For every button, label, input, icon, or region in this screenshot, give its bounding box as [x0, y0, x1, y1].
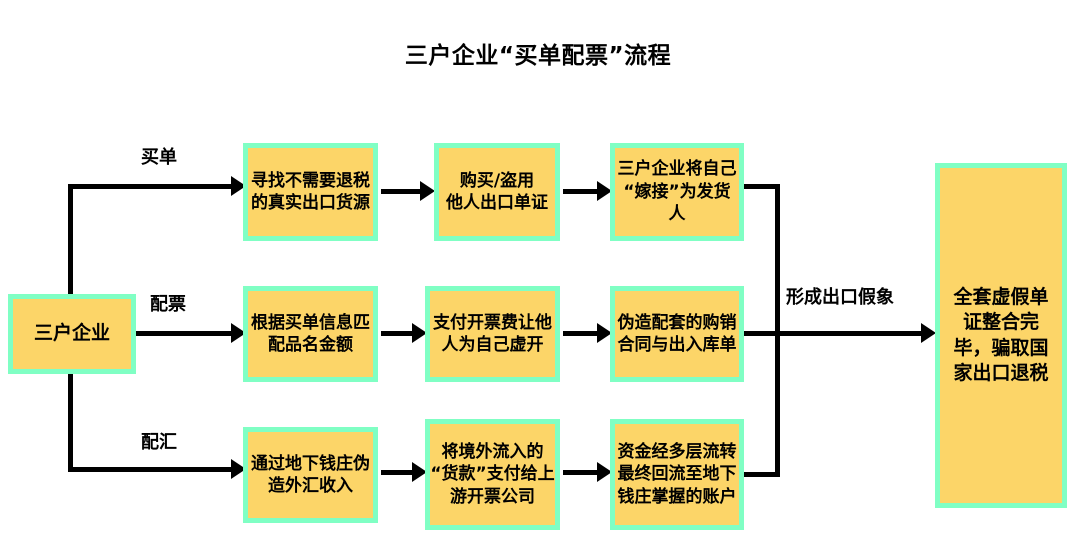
node-start-label: 三户企业 — [33, 322, 110, 345]
node-row1-step3-label: 三户企业将自己 “嫁接”为发货人 — [617, 159, 737, 225]
row1-link2-arrow — [597, 181, 612, 201]
node-row3-step1-label: 通过地下钱庄伪 造外汇收入 — [251, 453, 370, 496]
node-row1-step2-label: 购买/盗用 他人出口单证 — [446, 170, 548, 213]
merge-top-stub — [744, 184, 780, 189]
row1-link2-line — [563, 189, 600, 194]
row3-link2-arrow — [597, 462, 612, 482]
branch-bottom-arrow — [231, 459, 246, 479]
branch-top-arrow — [231, 176, 246, 196]
node-row3-step3[interactable]: 资金经多层流转 最终回流至地下 钱庄掌握的账户 — [610, 419, 744, 530]
branch-label-piaopiao: 配票 — [150, 294, 186, 315]
node-row2-step3[interactable]: 伪造配套的购销 合同与出入库单 — [610, 286, 744, 382]
branch-top-line — [68, 184, 233, 189]
node-result[interactable]: 全套虚假单 证整合完 毕，骗取国 家出口退税 — [935, 163, 1067, 508]
node-row2-step3-label: 伪造配套的购销 合同与出入库单 — [617, 312, 737, 355]
merge-middle-stub — [744, 331, 780, 336]
node-row1-step2[interactable]: 购买/盗用 他人出口单证 — [434, 143, 560, 241]
node-start[interactable]: 三户企业 — [8, 294, 136, 374]
node-row3-step1[interactable]: 通过地下钱庄伪 造外汇收入 — [243, 427, 378, 523]
row3-link1-line — [381, 470, 415, 475]
row3-link1-arrow — [412, 462, 427, 482]
branch-middle-arrow — [231, 323, 246, 343]
merge-label: 形成出口假象 — [786, 287, 894, 308]
row2-link1-line — [381, 331, 415, 336]
node-result-label: 全套虚假单 证整合完 毕，骗取国 家出口退税 — [953, 286, 1049, 384]
node-row1-step1[interactable]: 寻找不需要退税 的真实出口货源 — [243, 143, 378, 241]
node-row2-step1-label: 根据买单信息匹 配品名金额 — [251, 312, 370, 355]
node-row1-step3[interactable]: 三户企业将自己 “嫁接”为发货人 — [610, 143, 744, 241]
page-title: 三户企业“买单配票”流程 — [404, 43, 672, 69]
merge-vertical-line — [775, 184, 780, 477]
row2-link2-line — [563, 331, 600, 336]
row1-link1-line — [381, 189, 424, 194]
node-row2-step1[interactable]: 根据买单信息匹 配品名金额 — [243, 286, 378, 382]
node-row1-step1-label: 寻找不需要退税 的真实出口货源 — [251, 170, 370, 213]
final-arrow — [921, 323, 936, 343]
branch-middle-line — [136, 331, 233, 336]
branch-bottom-line — [68, 467, 233, 472]
row2-link1-arrow — [412, 323, 427, 343]
branch-label-peihui: 配汇 — [141, 432, 177, 453]
node-row2-step2-label: 支付开票费让他 人为自己虚开 — [433, 312, 552, 355]
node-row3-step2[interactable]: 将境外流入的 “货款”支付给上 游开票公司 — [425, 419, 560, 530]
row1-link1-arrow — [420, 181, 435, 201]
final-line — [775, 331, 925, 336]
row2-link2-arrow — [597, 323, 612, 343]
row3-link2-line — [563, 470, 600, 475]
merge-bottom-stub — [744, 472, 780, 477]
node-row3-step3-label: 资金经多层流转 最终回流至地下 钱庄掌握的账户 — [617, 441, 737, 507]
branch-label-maidan: 买单 — [141, 147, 177, 168]
node-row3-step2-label: 将境外流入的 “货款”支付给上 游开票公司 — [430, 441, 555, 507]
node-row2-step2[interactable]: 支付开票费让他 人为自己虚开 — [425, 286, 560, 382]
